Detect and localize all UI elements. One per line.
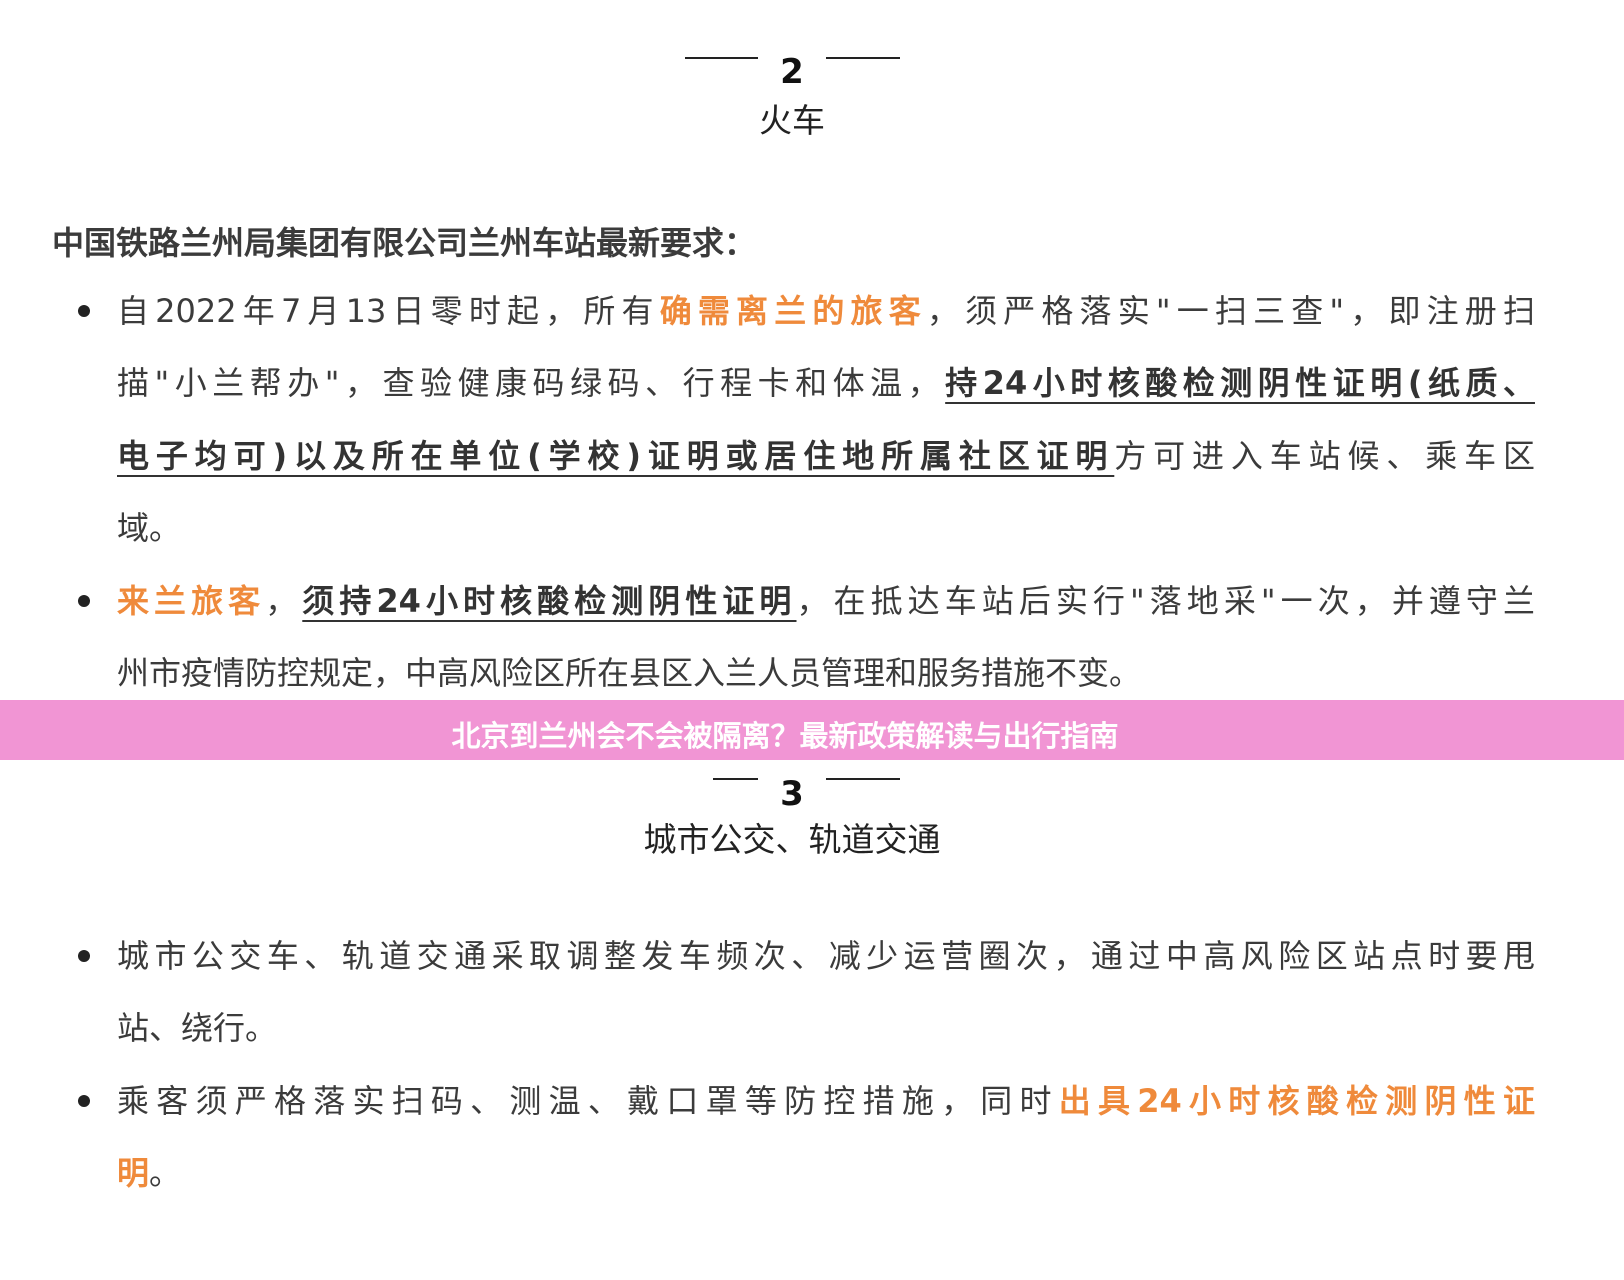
banner-title: 北京到兰州会不会被隔离？最新政策解读与出行指南 [451, 719, 1119, 753]
text-line: 州市疫情防控规定，中高风险区所在县区入兰人员管理和服务措施不变。 [117, 654, 1142, 692]
text-line: 描"小兰帮办"，查验健康码绿码、行程卡和体温，持24小时核酸检测阴性证明(纸质、 [117, 364, 1535, 402]
heading: 中国铁路兰州局集团有限公司兰州车站最新要求： [52, 224, 757, 262]
text-line: 自2022年7月13日零时起，所有确需离兰的旅客，须严格落实"一扫三查"，即注册… [117, 292, 1535, 330]
bullet-icon [78, 1095, 90, 1107]
text-line: 乘客须严格落实扫码、测温、戴口罩等防控措施，同时出具24小时核酸检测阴性证 [117, 1082, 1535, 1120]
section-number: 2 [780, 52, 804, 92]
text-line: 明。 [117, 1154, 182, 1192]
bullet-icon [78, 305, 90, 317]
divider [826, 57, 900, 59]
text-line: 来兰旅客，须持24小时核酸检测阴性证明，在抵达车站后实行"落地采"一次，并遵守兰 [117, 582, 1535, 620]
bullet-icon [78, 950, 90, 962]
section-number: 3 [780, 774, 804, 814]
divider [685, 57, 758, 59]
text-line: 域。 [117, 509, 182, 547]
divider [826, 778, 900, 780]
title-banner: 北京到兰州会不会被隔离？最新政策解读与出行指南 [0, 700, 1624, 760]
divider [713, 778, 758, 780]
section-title: 火车 [759, 101, 825, 140]
text-line: 电子均可)以及所在单位(学校)证明或居住地所属社区证明方可进入车站候、乘车区 [117, 437, 1535, 475]
text-line: 站、绕行。 [117, 1009, 278, 1047]
section-title: 城市公交、轨道交通 [643, 820, 941, 859]
text-line: 城市公交车、轨道交通采取调整发车频次、减少运营圈次，通过中高风险区站点时要甩 [117, 937, 1535, 975]
bullet-icon [78, 595, 90, 607]
